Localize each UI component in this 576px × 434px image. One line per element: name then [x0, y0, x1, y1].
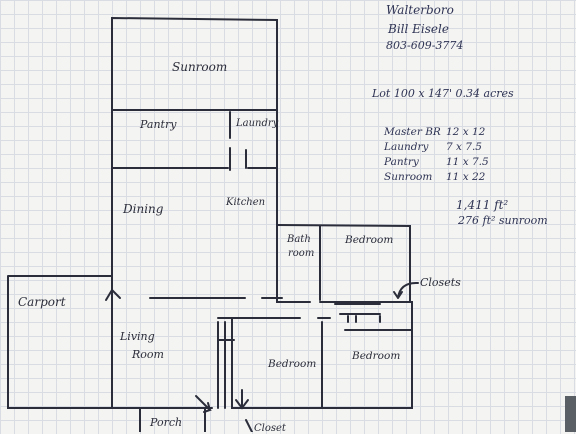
phone-note: 803-609-3774 — [386, 39, 464, 52]
page-edge-shadow — [565, 396, 576, 432]
closet-pointer — [245, 419, 253, 432]
dimension-row: Sunroom 11 x 22 — [384, 171, 485, 183]
room-label-living-room: Room — [132, 348, 164, 361]
carport-outline — [7, 275, 113, 409]
dimension-row: Master BR 12 x 12 — [384, 126, 485, 138]
dimension-size: 7 x 7.5 — [446, 141, 482, 153]
room-label-sunroom: Sunroom — [172, 60, 228, 74]
bedroom-center-wall — [231, 317, 323, 409]
dimension-size: 11 x 7.5 — [446, 156, 489, 168]
porch-arrow — [195, 395, 212, 413]
total-area-note: 1,411 ft² — [456, 198, 509, 212]
dimension-room: Master BR — [384, 126, 441, 138]
closets-label: Closets — [420, 276, 461, 289]
closet-lines — [217, 321, 235, 409]
closets-arrow — [393, 281, 419, 299]
closets-wall — [334, 301, 413, 331]
room-label-living: Living — [120, 330, 155, 343]
dimension-room: Sunroom — [384, 171, 433, 183]
room-label-kitchen: Kitchen — [226, 197, 266, 208]
closet-label: Closet — [254, 423, 286, 434]
dimension-size: 11 x 22 — [446, 171, 486, 183]
porch-label: Porch — [150, 416, 183, 429]
room-label-bath-room: room — [288, 248, 315, 259]
dimension-size: 12 x 12 — [446, 126, 486, 138]
bedroom-right-wall — [321, 321, 413, 409]
entry-arrow — [105, 289, 121, 301]
room-label-laundry: Laundry — [236, 118, 279, 129]
dimension-room: Pantry — [384, 156, 419, 168]
room-label-bath: Bath — [287, 234, 311, 245]
dimension-row: Pantry 11 x 7.5 — [384, 156, 489, 168]
lot-note: Lot 100 x 147' 0.34 acres — [372, 87, 514, 100]
dimension-room: Laundry — [384, 141, 429, 153]
city-note: Walterboro — [386, 3, 454, 17]
closet-arrow — [235, 389, 249, 410]
closets-inner — [334, 303, 381, 323]
room-label-bedroom-top: Bedroom — [345, 234, 394, 246]
room-label-bedroom-center: Bedroom — [268, 358, 317, 370]
name-note: Bill Eisele — [388, 22, 449, 36]
dimension-row: Laundry 7 x 7.5 — [384, 141, 482, 153]
room-label-dining: Dining — [123, 202, 164, 216]
bath-bottom — [276, 224, 311, 303]
room-label-bedroom-right: Bedroom — [352, 350, 401, 362]
room-label-pantry: Pantry — [140, 118, 177, 131]
sunroom-area-note: 276 ft² sunroom — [458, 214, 548, 227]
room-label-carport: Carport — [18, 295, 66, 309]
